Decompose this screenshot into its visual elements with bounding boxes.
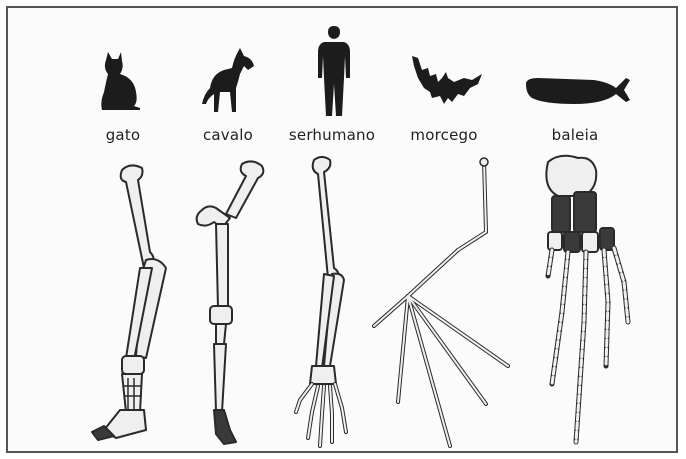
label-bat: morcego xyxy=(410,126,477,144)
label-cat: gato xyxy=(106,126,141,144)
homologous-limbs-figure: gato cavalo xyxy=(6,6,678,453)
cat-forelimb-skeleton xyxy=(86,160,176,445)
bat-silhouette-icon xyxy=(408,52,484,108)
label-whale: baleia xyxy=(552,126,599,144)
bat-wing-skeleton xyxy=(368,156,518,451)
whale-flipper-skeleton xyxy=(534,152,634,448)
horse-silhouette-icon xyxy=(200,48,256,112)
label-horse: cavalo xyxy=(203,126,253,144)
label-human: serhumano xyxy=(289,126,375,144)
cat-silhouette-icon xyxy=(98,52,142,110)
horse-forelimb-skeleton xyxy=(186,158,276,453)
human-arm-skeleton xyxy=(290,156,370,454)
whale-silhouette-icon xyxy=(524,74,632,106)
human-silhouette-icon xyxy=(316,26,352,116)
